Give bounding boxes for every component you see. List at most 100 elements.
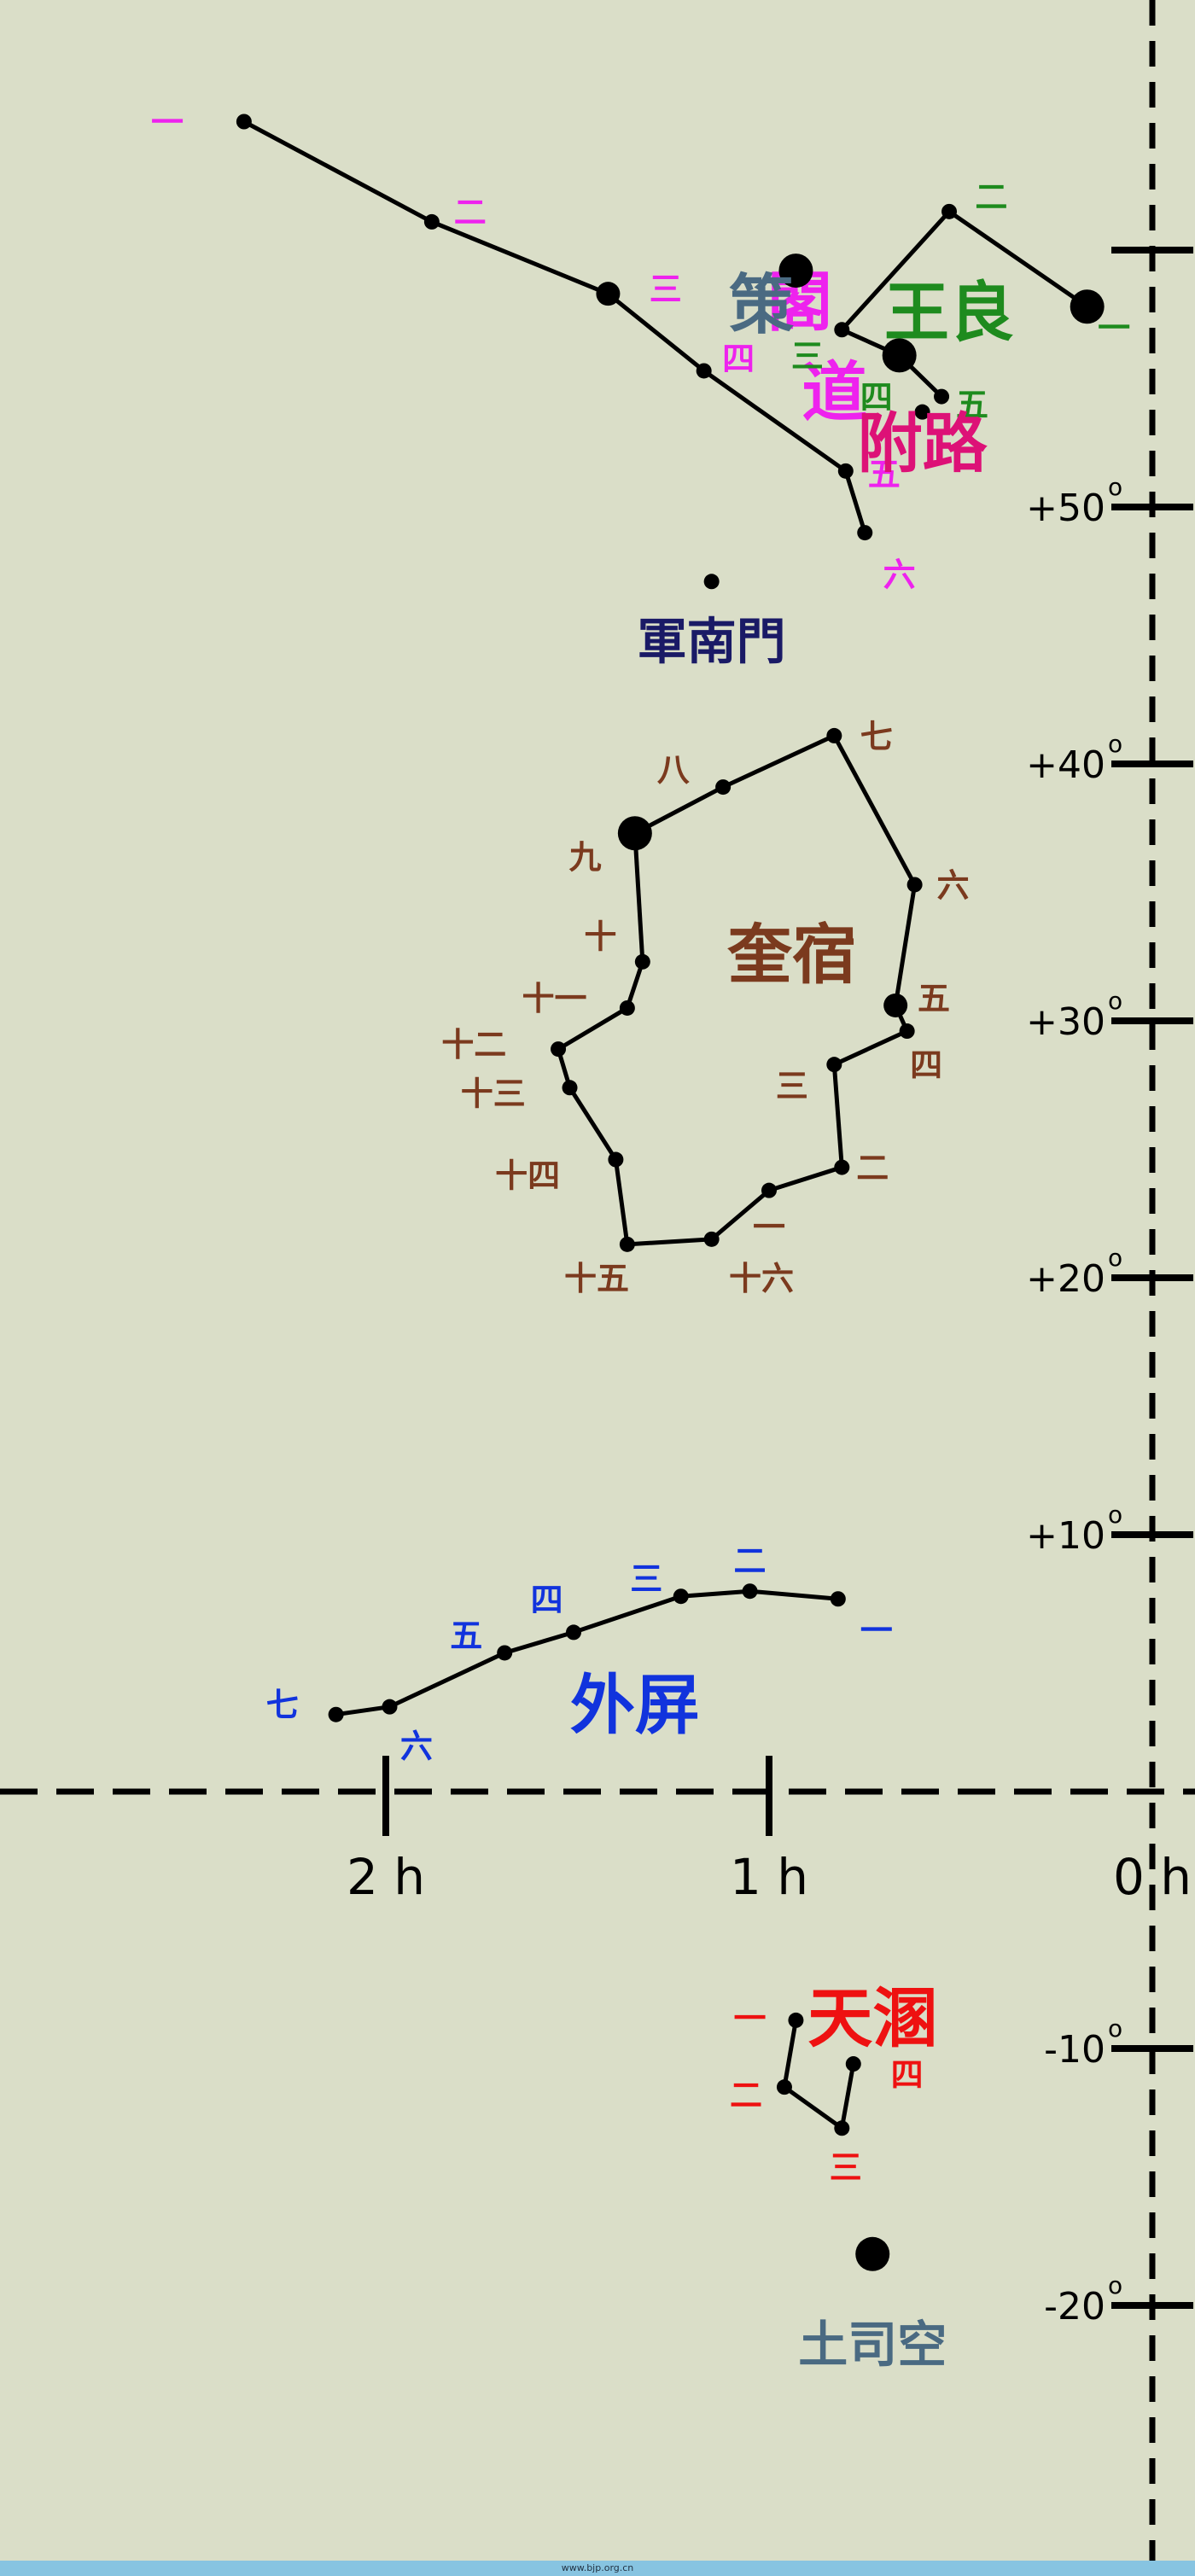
tianhun-line [783, 2085, 843, 2130]
kui-star [715, 779, 732, 796]
kui-line [710, 1188, 771, 1241]
dec-label: +50 [1026, 487, 1105, 530]
waiping-star-label: 七 [266, 1687, 299, 1724]
kui-line [632, 833, 645, 962]
wangliang-star-label: 四 [860, 379, 893, 417]
waiping-star [328, 1706, 344, 1722]
gedao-star-label: 一 [151, 104, 184, 142]
tianhun-line [839, 2063, 856, 2129]
wangliang-star [941, 203, 958, 219]
tianhun-star [788, 2012, 804, 2028]
gedao-line [430, 219, 609, 296]
ra-label: 1 h [730, 1848, 808, 1906]
tianhun-star-label: 四 [891, 2056, 924, 2094]
kui-star-label: 十 [584, 918, 616, 956]
junnanmen-name: 軍南門 [638, 612, 786, 670]
kui-star [634, 953, 650, 970]
wangliang-star-label: 二 [975, 178, 1007, 216]
kui-line [893, 884, 918, 1006]
waiping-line [388, 1651, 506, 1709]
waiping-star [742, 1583, 758, 1600]
kui-star-label: 十二 [441, 1026, 506, 1064]
kui-star [551, 1041, 567, 1058]
waiping-line [573, 1594, 682, 1635]
gedao-star [236, 114, 252, 130]
waiping-line [680, 1588, 750, 1599]
kui-line [832, 734, 917, 886]
kui-star-label: 九 [568, 838, 601, 876]
kui-line [833, 1029, 908, 1067]
degree-mark: o [1108, 1244, 1122, 1272]
tianhun-line [782, 2019, 798, 2088]
wangliang-line [947, 209, 1089, 309]
tusikong-star [855, 2236, 890, 2271]
kui-star [619, 1236, 635, 1252]
waiping-star [497, 1645, 513, 1661]
waiping-line [749, 1588, 839, 1601]
degree-mark: o [1108, 1501, 1122, 1529]
waiping-star [382, 1699, 398, 1715]
tianhun-star-label: 二 [730, 2077, 762, 2114]
waiping-star-label: 四 [531, 1581, 563, 1618]
kui-star-label: 十六 [729, 1260, 794, 1297]
ra-label: 0 h [1113, 1848, 1192, 1906]
dec-label: -10 [1044, 2028, 1105, 2072]
gedao-name: 道 [802, 354, 866, 430]
footer-credit: www.bjp.org.cn [561, 2562, 634, 2573]
gedao-star [423, 213, 440, 230]
waiping-star-label: 五 [450, 1617, 482, 1654]
degree-mark: o [1108, 2014, 1122, 2043]
waiping-star-label: 二 [734, 1542, 767, 1580]
wangliang-star [834, 322, 850, 338]
kui-star-label: 七 [860, 718, 893, 755]
degree-mark: o [1108, 987, 1122, 1015]
waiping-star-label: 六 [400, 1728, 433, 1765]
gedao-star [857, 525, 873, 541]
kui-line [557, 1005, 629, 1052]
kui-star [834, 1159, 850, 1175]
waiping-line [335, 1705, 390, 1717]
degree-mark: o [1108, 473, 1122, 501]
tianhun-star [776, 2079, 792, 2095]
waiping-star [673, 1588, 689, 1605]
ra-label: 2 h [347, 1848, 425, 1906]
gedao-star-label: 六 [883, 556, 916, 593]
wangliang-star-label: 一 [1098, 309, 1130, 347]
kui-star-label: 四 [910, 1046, 942, 1084]
kui-name: 奎宿 [727, 917, 857, 993]
kui-star-label: 一 [753, 1209, 785, 1246]
degree-mark: o [1108, 2271, 1122, 2299]
tianhun-star-label: 一 [734, 2000, 767, 2037]
tianhun-name: 天溷 [807, 1980, 937, 2056]
dec-label: +20 [1026, 1257, 1105, 1301]
gedao-star [696, 363, 712, 379]
tianhun-star-label: 三 [830, 2148, 862, 2186]
gedao-star-label: 四 [722, 340, 755, 377]
dec-label: +30 [1026, 1000, 1105, 1044]
kui-star [899, 1023, 915, 1040]
wangliang-star-label: 三 [791, 337, 824, 375]
waiping-star-label: 三 [630, 1560, 662, 1598]
wangliang-line [840, 210, 951, 331]
kui-line [722, 733, 836, 790]
kui-star-label: 六 [937, 866, 970, 904]
fulu-name: 附路 [858, 405, 988, 481]
waiping-line [504, 1629, 574, 1655]
kui-star [617, 816, 652, 851]
kui-star-label: 五 [918, 980, 950, 1017]
tianhun-star [845, 2056, 861, 2072]
wangliang-star [1070, 289, 1105, 324]
waiping-star [566, 1624, 582, 1641]
wangliang-star-label: 五 [956, 387, 988, 424]
gedao-line [242, 119, 434, 224]
kui-line [613, 1159, 630, 1245]
waiping-name: 外屏 [570, 1667, 700, 1743]
wangliang-star [934, 388, 950, 405]
gedao-star [596, 282, 621, 306]
kui-star-label: 十五 [564, 1260, 629, 1297]
kui-star [906, 877, 923, 893]
kui-star [608, 1151, 624, 1168]
fulu-star [914, 404, 930, 420]
ce-name: 策 [729, 267, 794, 343]
